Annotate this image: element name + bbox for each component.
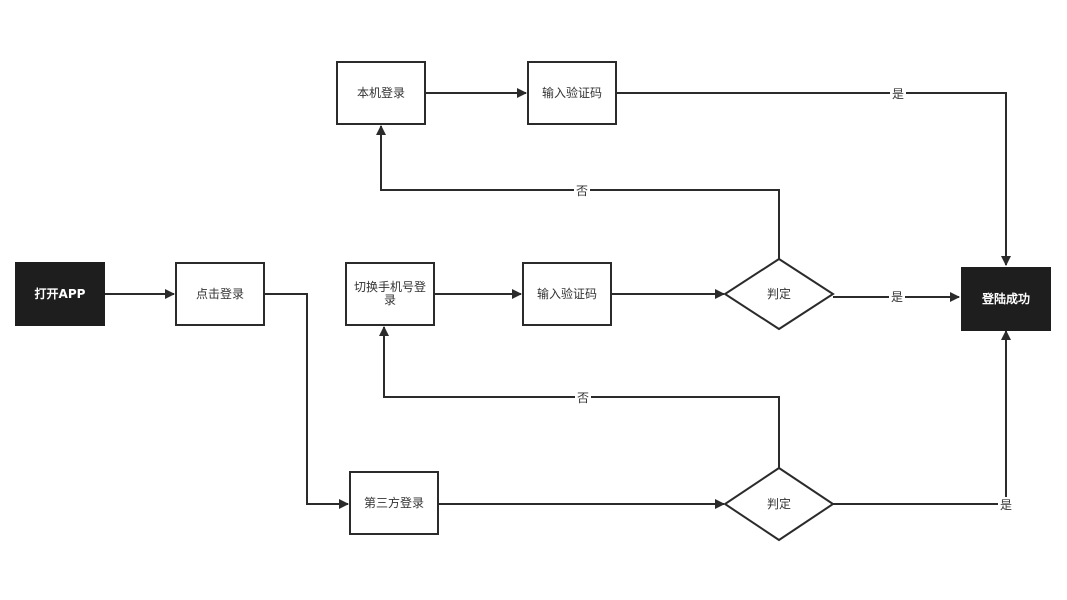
node-open-app: 打开APP — [15, 262, 105, 326]
edge-judge-bottom-to-success — [833, 330, 1011, 505]
node-click-login-label: 点击登录 — [195, 286, 244, 301]
node-login-success: 登陆成功 — [961, 267, 1051, 331]
node-switch-phone-login-label: 切换手机号登录 — [353, 280, 426, 307]
edge-code-top-to-success — [617, 92, 1011, 266]
node-local-login: 本机登录 — [336, 61, 426, 125]
node-click-login: 点击登录 — [175, 262, 265, 326]
node-input-code-mid-label: 输入验证码 — [536, 286, 597, 301]
decision-diamond-bottom — [723, 466, 835, 542]
edge-label-yes-top: 是 — [892, 87, 904, 101]
node-third-party-login-label: 第三方登录 — [363, 495, 424, 510]
edge-label-yes-mid: 是 — [891, 290, 903, 304]
node-local-login-label: 本机登录 — [356, 85, 405, 100]
edge-label-yes-bottom: 是 — [1000, 498, 1012, 512]
node-open-app-label: 打开APP — [34, 286, 86, 301]
node-login-success-label: 登陆成功 — [981, 291, 1030, 306]
node-third-party-login: 第三方登录 — [349, 471, 439, 535]
edge-label-no-bottom: 否 — [577, 391, 589, 405]
node-switch-phone-login: 切换手机号登录 — [345, 262, 435, 326]
judge-bottom-label: 判定 — [767, 496, 791, 511]
node-input-code-mid: 输入验证码 — [522, 262, 612, 326]
decision-diamond-mid — [723, 257, 835, 331]
edge-label-no-top: 否 — [576, 184, 588, 198]
node-input-code-top-label: 输入验证码 — [541, 85, 602, 100]
node-input-code-top: 输入验证码 — [527, 61, 617, 125]
edge-click-to-third — [265, 293, 349, 509]
judge-mid-label: 判定 — [767, 286, 791, 301]
